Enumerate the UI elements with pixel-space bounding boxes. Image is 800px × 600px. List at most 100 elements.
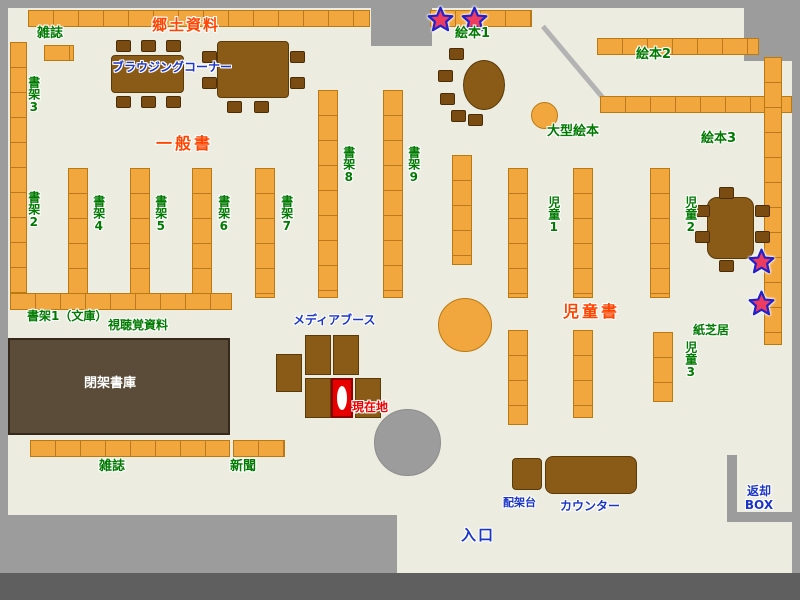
shelf-left-wall (10, 42, 27, 293)
wall-bottom-left (0, 515, 397, 575)
label-shelf5: 書架5 (153, 195, 168, 233)
label-magazines-bottom: 雑誌 (99, 459, 126, 474)
chair (141, 96, 156, 108)
media-booth-unit (305, 335, 331, 375)
browsing-table-1 (111, 55, 184, 93)
label-shelf1-bunko: 書架1（文庫） (27, 309, 108, 323)
chair (116, 96, 131, 108)
shelf-shoka9 (383, 90, 403, 298)
star-marker-icon (461, 6, 488, 32)
shelf-top-local-materials (28, 10, 370, 27)
chair (719, 187, 734, 199)
shelf-bottom-magazines (30, 440, 230, 457)
shelf-jido3 (653, 332, 673, 402)
shelf-shoka5 (130, 168, 150, 298)
shelf-center (452, 155, 472, 265)
shelf-bunko-av (10, 293, 232, 310)
shelf-jido1-b (573, 168, 593, 298)
label-children1: 児童1 (546, 196, 561, 234)
label-general-books: 一般書 (156, 134, 214, 153)
shelf-bottom-newspapers (233, 440, 285, 457)
chair (166, 96, 181, 108)
label-picture-books2: 絵本2 (636, 47, 672, 62)
label-kamishibai: 紙芝居 (693, 323, 730, 337)
label-return-box: 返却BOX (744, 484, 774, 512)
current-location-marker (331, 378, 353, 418)
chair (468, 114, 483, 126)
chair (440, 93, 455, 105)
label-children3: 児童3 (683, 341, 698, 379)
label-shelf8: 書架8 (341, 146, 356, 184)
large-picture-book-stand (531, 102, 558, 129)
media-booth-unit (355, 378, 381, 418)
label-browsing-corner: ブラウジングコーナー (112, 60, 233, 74)
label-children2: 児童2 (683, 196, 698, 234)
shelf-shoka8 (318, 90, 338, 298)
label-media-booth: メディアブース (293, 313, 376, 327)
label-shelf7: 書架7 (279, 195, 294, 233)
sorting-stand-desk (512, 458, 542, 490)
shelf-jido2 (650, 168, 670, 298)
label-large-picture-books: 大型絵本 (547, 124, 600, 139)
label-shelf3: 書架3 (26, 76, 41, 114)
label-counter: カウンター (560, 499, 621, 513)
media-booth-unit (333, 335, 359, 375)
chair (290, 51, 305, 63)
wall-return-box-horizontal (727, 512, 793, 522)
current-location-dot (337, 386, 347, 410)
chair (290, 77, 305, 89)
chair (202, 77, 217, 89)
shelf-picture-books3 (600, 96, 792, 113)
counter-desk (545, 456, 637, 494)
media-booth-unit (305, 378, 331, 418)
shelf-jido-lower-a (508, 330, 528, 425)
label-entrance: 入口 (461, 526, 496, 544)
chair (227, 101, 242, 113)
shelf-magazine-small (44, 45, 74, 61)
shelf-shoka7 (255, 168, 275, 298)
chair (695, 231, 710, 243)
label-closed-stacks: 閉架書庫 (84, 376, 137, 391)
chair (202, 51, 217, 63)
star-marker-icon (748, 290, 775, 316)
chair (449, 48, 464, 60)
label-shelf4: 書架4 (91, 195, 106, 233)
chair (141, 40, 156, 52)
chair (116, 40, 131, 52)
chair (755, 231, 770, 243)
shelf-shoka6 (192, 168, 212, 298)
label-shelf2: 書架2 (26, 191, 41, 229)
chair (719, 260, 734, 272)
shelf-jido-lower-b (573, 330, 593, 418)
label-audio-visual: 視聴覚資料 (108, 318, 169, 332)
shelf-jido1-a (508, 168, 528, 298)
wall-top-pillar (371, 0, 432, 46)
closed-stacks-area (8, 338, 230, 435)
wall-return-box-vertical (727, 455, 737, 522)
label-picture-books3: 絵本3 (701, 131, 737, 146)
star-marker-icon (748, 248, 775, 274)
browsing-table-2 (217, 41, 289, 98)
label-shelf9: 書架9 (406, 146, 421, 184)
label-shelf6: 書架6 (216, 195, 231, 233)
shelf-shoka4 (68, 168, 88, 298)
chair (166, 40, 181, 52)
shelf-picture-books2 (597, 38, 759, 55)
chair (695, 205, 710, 217)
chair (438, 70, 453, 82)
label-sorting-stand: 配架台 (503, 496, 536, 509)
label-newspapers: 新聞 (230, 459, 257, 474)
label-magazines-top: 雑誌 (37, 26, 64, 41)
picture-book-table (463, 60, 505, 110)
chair (254, 101, 269, 113)
children-reading-table (707, 197, 754, 259)
chair (451, 110, 466, 122)
pillar-circle (374, 409, 441, 476)
label-picture-books1: 絵本1 (455, 26, 491, 41)
label-current-location: 現在地 (352, 400, 389, 414)
round-table (438, 298, 492, 352)
media-booth-unit (276, 354, 302, 392)
chair (755, 205, 770, 217)
star-marker-icon (427, 6, 454, 32)
